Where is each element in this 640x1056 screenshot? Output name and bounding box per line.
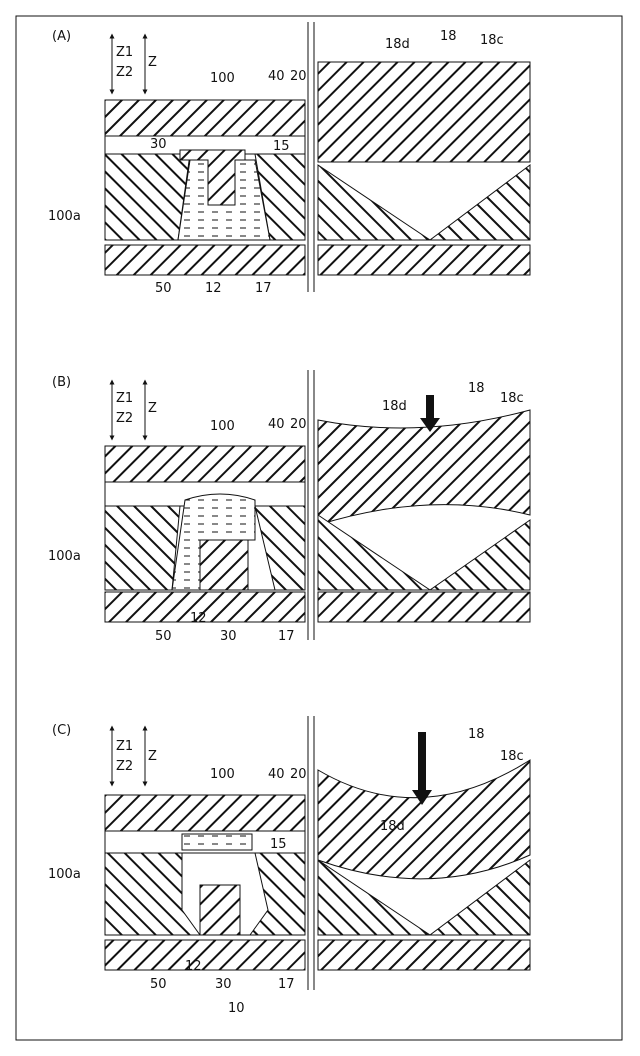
label-30: 30 xyxy=(220,629,237,644)
label-12: 12 xyxy=(190,611,207,626)
valve-body-right2 xyxy=(430,520,530,590)
label-20: 20 xyxy=(290,69,307,84)
label-100a: 100a xyxy=(48,867,81,882)
label-20: 20 xyxy=(290,417,307,432)
layer-40 xyxy=(105,795,305,831)
panel-c: (C) Z1 Z2 Z 100 40 20 18d 18 18c 15 100a… xyxy=(48,716,530,1016)
panel-a-letter: (A) xyxy=(52,29,71,44)
label-100a: 100a xyxy=(48,209,81,224)
label-18: 18 xyxy=(468,727,485,742)
panel-a: (A) Z1 Z2 Z 100 40 20 18d 18 18c 30 xyxy=(48,22,530,296)
panel-b-letter: (B) xyxy=(52,375,71,390)
label-40: 40 xyxy=(268,417,285,432)
label-40: 40 xyxy=(268,767,285,782)
layer-40 xyxy=(105,100,305,136)
label-50: 50 xyxy=(155,629,172,644)
label-17: 17 xyxy=(278,977,295,992)
label-15: 15 xyxy=(273,139,290,154)
label-z1: Z1 xyxy=(116,739,133,754)
layer-40 xyxy=(105,446,305,482)
label-17: 17 xyxy=(255,281,272,296)
label-15: 15 xyxy=(270,837,287,852)
valve-body-right2 xyxy=(430,165,530,240)
panel-c-letter: (C) xyxy=(52,723,71,738)
label-z: Z xyxy=(148,55,157,70)
label-18d: 18d xyxy=(380,819,405,834)
base-50 xyxy=(105,245,305,275)
base-50-right xyxy=(318,592,530,622)
label-100: 100 xyxy=(210,419,235,434)
block-18 xyxy=(318,410,530,525)
label-30: 30 xyxy=(215,977,232,992)
panel-b: (B) Z1 Z2 Z 100 40 20 18d 18 18c 100a 50… xyxy=(48,370,530,644)
label-18d: 18d xyxy=(382,399,407,414)
fluid-15 xyxy=(182,834,252,850)
label-30: 30 xyxy=(150,137,167,152)
plug-30 xyxy=(200,885,240,935)
label-18: 18 xyxy=(440,29,457,44)
base-50 xyxy=(105,940,305,970)
label-100: 100 xyxy=(210,767,235,782)
label-20: 20 xyxy=(290,767,307,782)
label-12: 12 xyxy=(185,959,202,974)
valve-body-right xyxy=(318,165,430,240)
plug-30 xyxy=(200,540,248,590)
label-100: 100 xyxy=(210,71,235,86)
label-18d: 18d xyxy=(385,37,410,52)
label-18c: 18c xyxy=(500,391,524,406)
label-z1: Z1 xyxy=(116,391,133,406)
label-50: 50 xyxy=(150,977,167,992)
label-18: 18 xyxy=(468,381,485,396)
label-10: 10 xyxy=(228,1001,245,1016)
label-40: 40 xyxy=(268,69,285,84)
valve-body-right xyxy=(318,515,430,590)
label-12: 12 xyxy=(205,281,222,296)
label-17: 17 xyxy=(278,629,295,644)
label-50: 50 xyxy=(155,281,172,296)
base-50-right xyxy=(318,245,530,275)
label-z2: Z2 xyxy=(116,411,133,426)
press-arrow xyxy=(412,732,432,805)
label-z: Z xyxy=(148,401,157,416)
base-50-right xyxy=(318,940,530,970)
block-18 xyxy=(318,62,530,162)
label-18c: 18c xyxy=(500,749,524,764)
label-100a: 100a xyxy=(48,549,81,564)
label-z1: Z1 xyxy=(116,45,133,60)
label-z2: Z2 xyxy=(116,65,133,80)
label-z2: Z2 xyxy=(116,759,133,774)
label-18c: 18c xyxy=(480,33,504,48)
label-z: Z xyxy=(148,749,157,764)
